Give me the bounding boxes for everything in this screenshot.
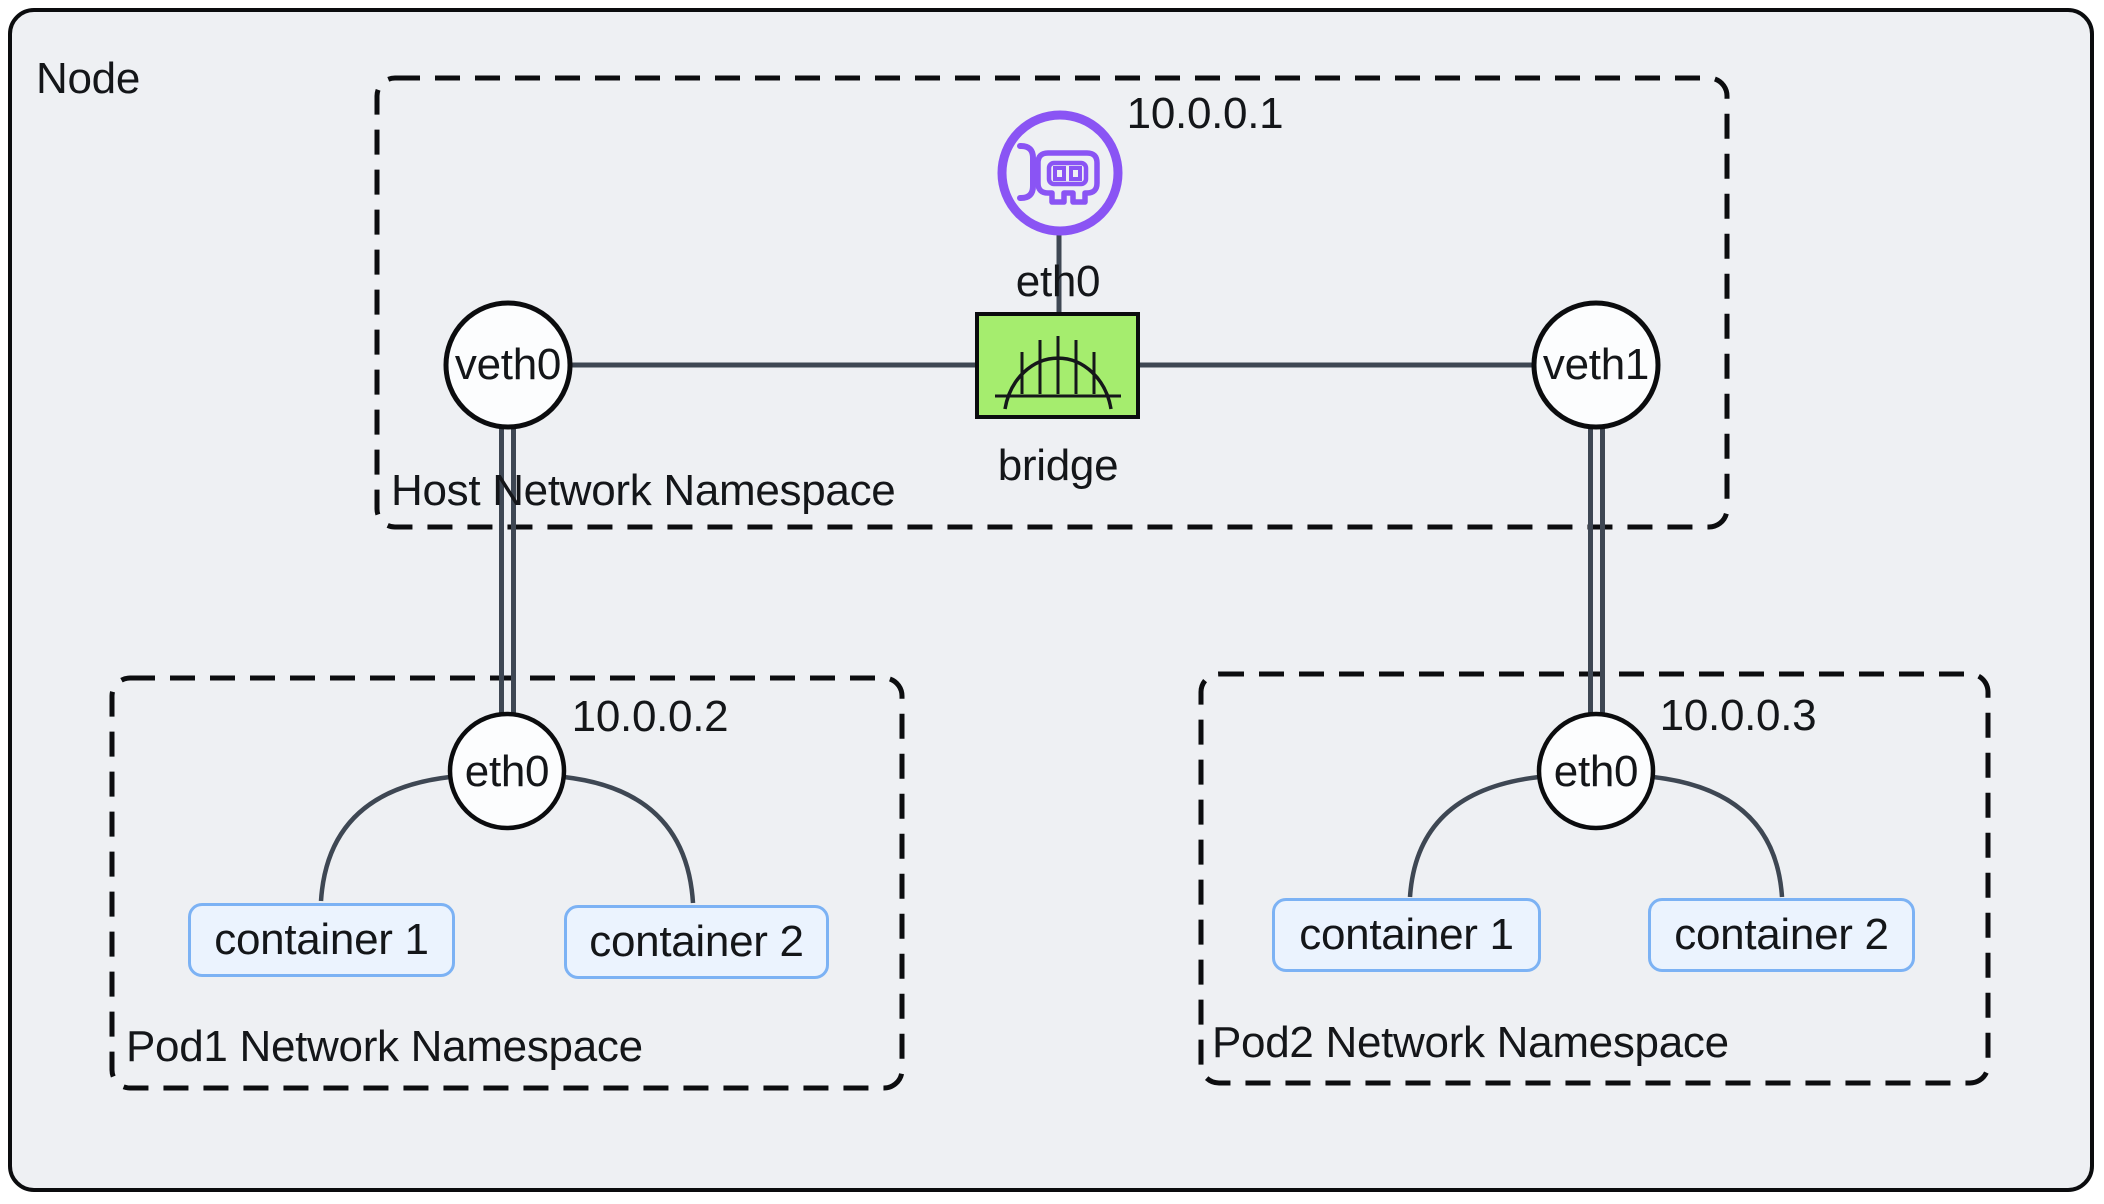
pod1-container1-box: container 1	[188, 903, 455, 977]
pod2-container2-box: container 2	[1648, 898, 1915, 972]
host-eth0-label: eth0	[1015, 257, 1101, 306]
pod2-eth0-to-container2-arc	[1652, 774, 1785, 898]
veth1-label: veth1	[1542, 340, 1650, 389]
pod2-container1-label: container 1	[1299, 910, 1514, 959]
host-namespace-label: Host Network Namespace	[391, 466, 896, 515]
node-label: Node	[36, 54, 140, 103]
pod1-ip-label: 10.0.0.2	[571, 692, 729, 741]
pod1-container1-label: container 1	[214, 915, 429, 964]
bridge-icon	[975, 312, 1140, 419]
host-namespace-box	[374, 75, 1730, 530]
pod1-eth0-to-container2-arc	[563, 774, 696, 904]
pod1-namespace-label: Pod1 Network Namespace	[126, 1022, 643, 1071]
bridge-label: bridge	[997, 441, 1119, 490]
pod2-namespace-label: Pod2 Network Namespace	[1212, 1018, 1729, 1067]
pod2-namespace-box	[1198, 671, 1991, 1086]
nic-icon	[997, 110, 1123, 236]
pod1-container2-box: container 2	[564, 905, 829, 979]
pod2-eth0-to-container1-arc	[1407, 774, 1540, 898]
host-ip-label: 10.0.0.1	[1126, 89, 1284, 138]
veth1-node	[1531, 300, 1661, 430]
pod2-container2-label: container 2	[1674, 910, 1889, 959]
pod1-namespace-box	[109, 675, 905, 1091]
pod2-container1-box: container 1	[1272, 898, 1541, 972]
veth0-node	[443, 300, 573, 430]
pod2-ip-label: 10.0.0.3	[1659, 691, 1817, 740]
pod1-eth0-to-container1-arc	[318, 774, 451, 902]
pod1-eth0-node	[447, 711, 567, 831]
pod2-eth0-node	[1536, 711, 1656, 831]
pod2-eth0-label: eth0	[1553, 747, 1639, 796]
veth0-label: veth0	[454, 340, 562, 389]
pod1-eth0-label: eth0	[464, 747, 550, 796]
pod1-container2-label: container 2	[589, 917, 804, 966]
